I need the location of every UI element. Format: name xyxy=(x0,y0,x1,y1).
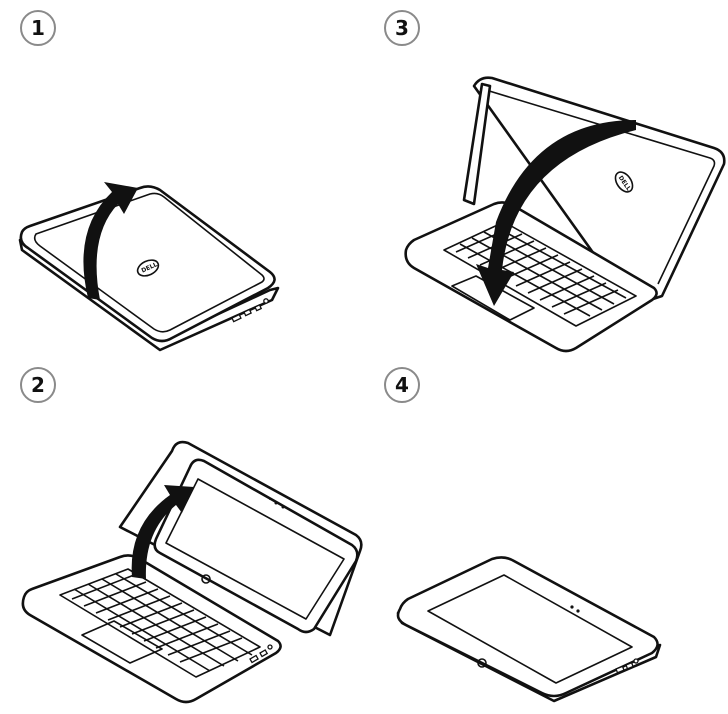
flip-screen-illustration xyxy=(0,357,364,714)
tablet-mode-illustration xyxy=(364,357,728,714)
step-4-panel: 4 xyxy=(364,357,728,714)
step-1-panel: 1 DELL xyxy=(0,0,364,357)
open-laptop-lid-back-illustration: DELL xyxy=(364,0,728,357)
step-2-panel: 2 xyxy=(0,357,364,714)
step-3-panel: 3 DELL xyxy=(364,0,728,357)
closed-laptop-illustration: DELL xyxy=(0,0,364,357)
